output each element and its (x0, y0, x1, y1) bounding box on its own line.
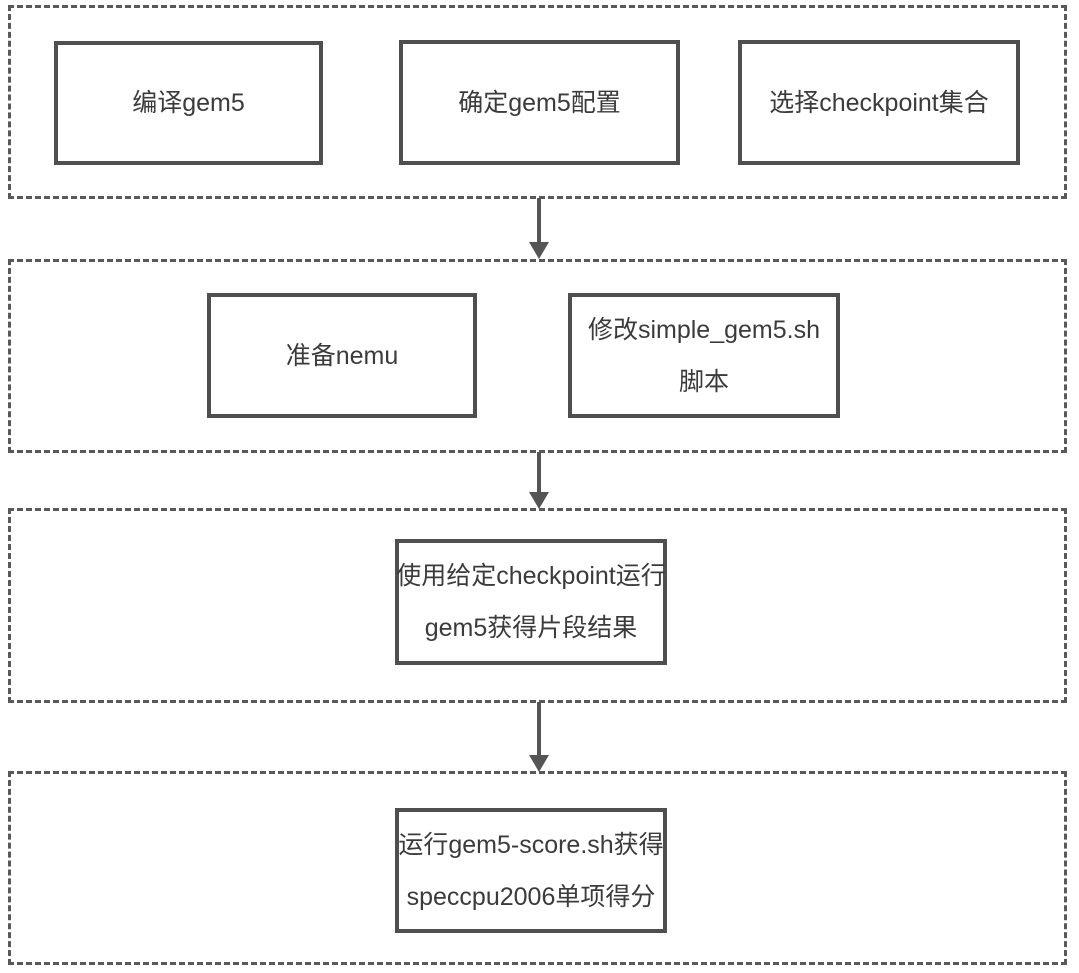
box-label: 选择checkpoint集合 (769, 88, 989, 117)
box-label: 编译gem5 (132, 89, 245, 117)
stage-setup: 编译gem5 确定gem5配置 选择checkpoint集合 (8, 5, 1067, 199)
arrow-shaft (537, 198, 541, 245)
flow-arrow-down-icon (529, 702, 549, 772)
stage-run-fragments: 使用给定checkpoint运行 gem5获得片段结果 (8, 508, 1067, 703)
stage-score: 运行gem5-score.sh获得 speccpu2006单项得分 (8, 771, 1067, 965)
arrow-head (529, 755, 549, 772)
box-label: 准备nemu (285, 341, 399, 370)
box-prepare-nemu: 准备nemu (207, 293, 477, 418)
stage-prepare: 准备nemu 修改simple_gem5.sh 脚本 (8, 259, 1067, 453)
box-modify-script: 修改simple_gem5.sh 脚本 (568, 293, 840, 418)
box-label-line-2: 脚本 (678, 367, 729, 396)
flow-arrow-down-icon (529, 198, 549, 259)
arrow-head (529, 242, 549, 259)
arrow-shaft (537, 452, 541, 495)
flow-arrow-down-icon (529, 452, 549, 509)
box-label-line-2: speccpu2006单项得分 (406, 882, 656, 911)
box-label-line-1: 使用给定checkpoint运行 (396, 562, 666, 590)
box-label-line-1: 运行gem5-score.sh获得 (398, 830, 664, 859)
arrow-head (529, 492, 549, 509)
box-label-line-2: gem5获得片段结果 (424, 614, 638, 642)
arrow-shaft (537, 702, 541, 758)
box-checkpoint-set: 选择checkpoint集合 (738, 40, 1020, 165)
box-gem5-config: 确定gem5配置 (399, 40, 680, 165)
box-label-line-1: 修改simple_gem5.sh (587, 315, 821, 344)
box-run-gem5-checkpoint: 使用给定checkpoint运行 gem5获得片段结果 (395, 539, 667, 665)
box-run-score-script: 运行gem5-score.sh获得 speccpu2006单项得分 (395, 808, 667, 933)
box-compile-gem5: 编译gem5 (54, 41, 323, 165)
box-label: 确定gem5配置 (458, 88, 621, 117)
